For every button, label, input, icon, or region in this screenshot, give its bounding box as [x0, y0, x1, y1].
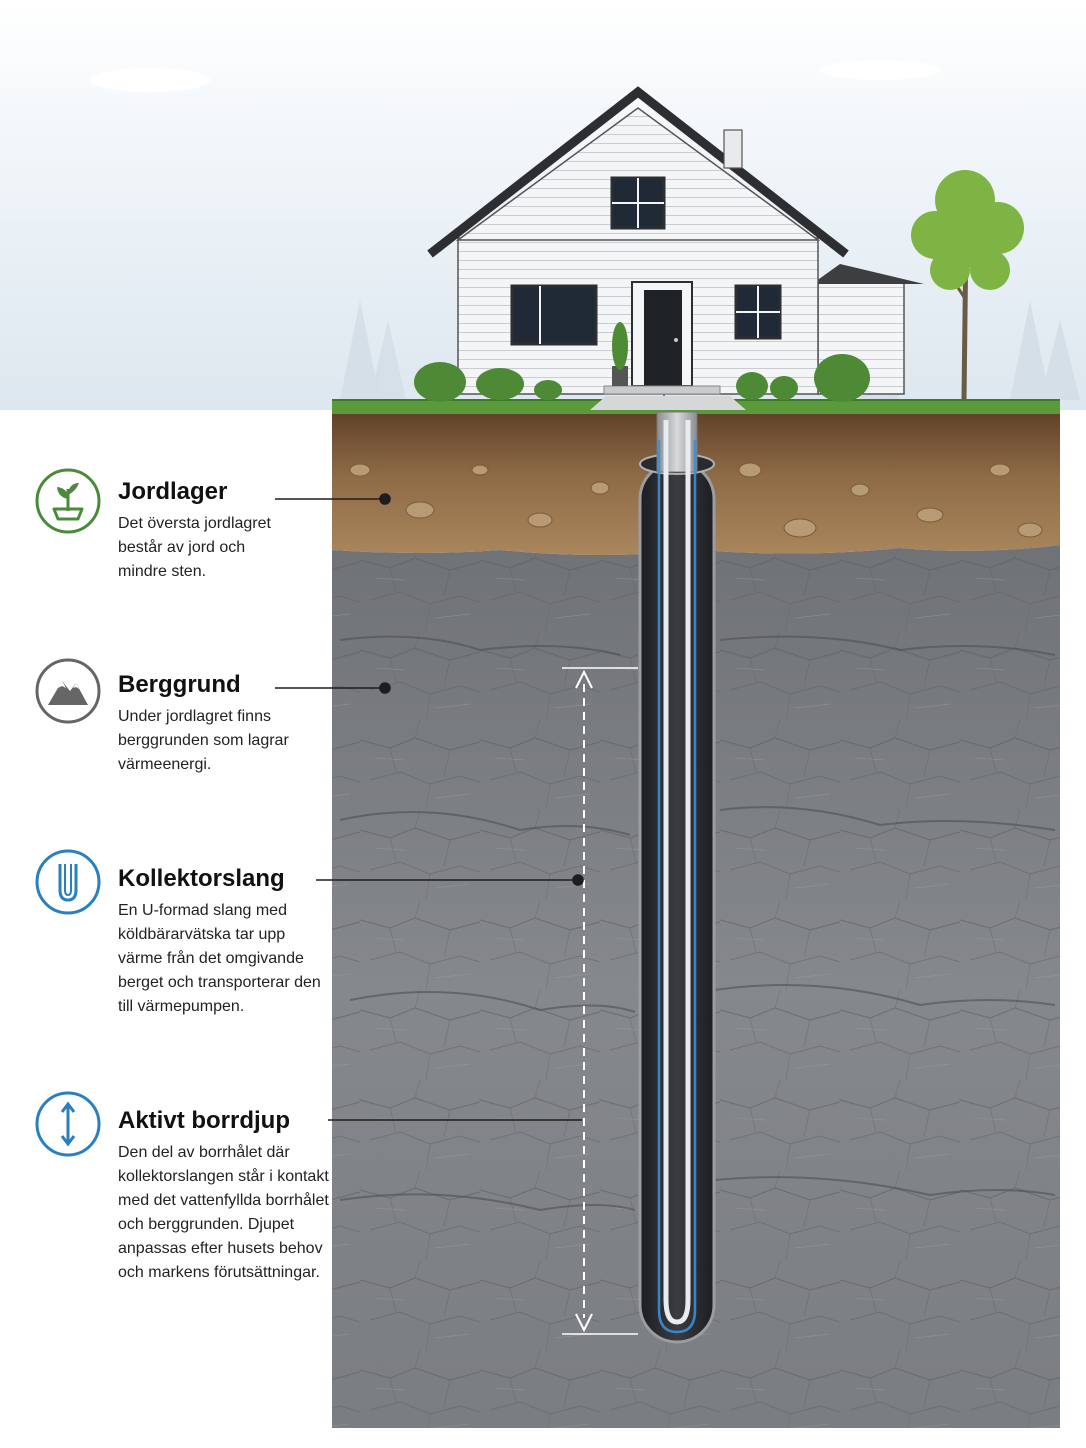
label-jordlager: Jordlager Det översta jordlagret består … [118, 478, 333, 584]
leader-dot-berggrund [379, 682, 391, 694]
soil-stones [349, 462, 1043, 538]
house-gable [455, 107, 821, 241]
collector-hose [663, 420, 691, 1325]
plant-pot [612, 366, 628, 386]
label-title: Aktivt borrdjup [118, 1107, 290, 1134]
window-left [510, 284, 598, 346]
collector-fluid [657, 440, 697, 1334]
leader-dot-kollektorslang [572, 874, 584, 886]
front-door [644, 290, 682, 386]
label-kollektorslang: Kollektorslang En U-formad slang med köl… [118, 865, 333, 1019]
label-title: Berggrund [118, 671, 241, 698]
casing-pipe [656, 411, 698, 473]
leader-lines [275, 493, 584, 1121]
label-title: Jordlager [118, 478, 228, 505]
rock-fractures [339, 635, 1056, 1212]
borehole-shaft [638, 460, 716, 1344]
bushes [414, 354, 870, 402]
leader-dot-jordlager [379, 493, 391, 505]
potted-plant [612, 322, 628, 370]
label-title: Kollektorslang [118, 865, 285, 892]
label-description: En U-formad slang med köldbärarvätska ta… [118, 902, 321, 1015]
label-description: Det översta jordlagret består av jord oc… [118, 515, 271, 580]
borehole [638, 392, 716, 1344]
clouds [90, 60, 940, 92]
label-description: Under jordlagret finns berggrunden som l… [118, 708, 289, 773]
u-tube-icon [35, 849, 101, 915]
plant-soil-icon [35, 468, 101, 534]
active-depth-dimension [562, 667, 638, 1335]
annex-roof [812, 264, 924, 284]
tree [911, 170, 1024, 401]
label-berggrund: Berggrund Under jordlagret finns berggru… [118, 671, 333, 777]
chimney [723, 129, 743, 169]
front-steps [603, 385, 721, 395]
mountain-icon [35, 658, 101, 724]
label-description: Den del av borrhålet där kollektorslange… [118, 1144, 329, 1281]
front-path [590, 396, 746, 410]
house [414, 86, 924, 410]
house-roof [427, 86, 849, 258]
vertical-arrows-icon [35, 1091, 101, 1157]
label-aktivt-borrdjup: Aktivt borrdjup Den del av borrhålet där… [118, 1107, 333, 1285]
